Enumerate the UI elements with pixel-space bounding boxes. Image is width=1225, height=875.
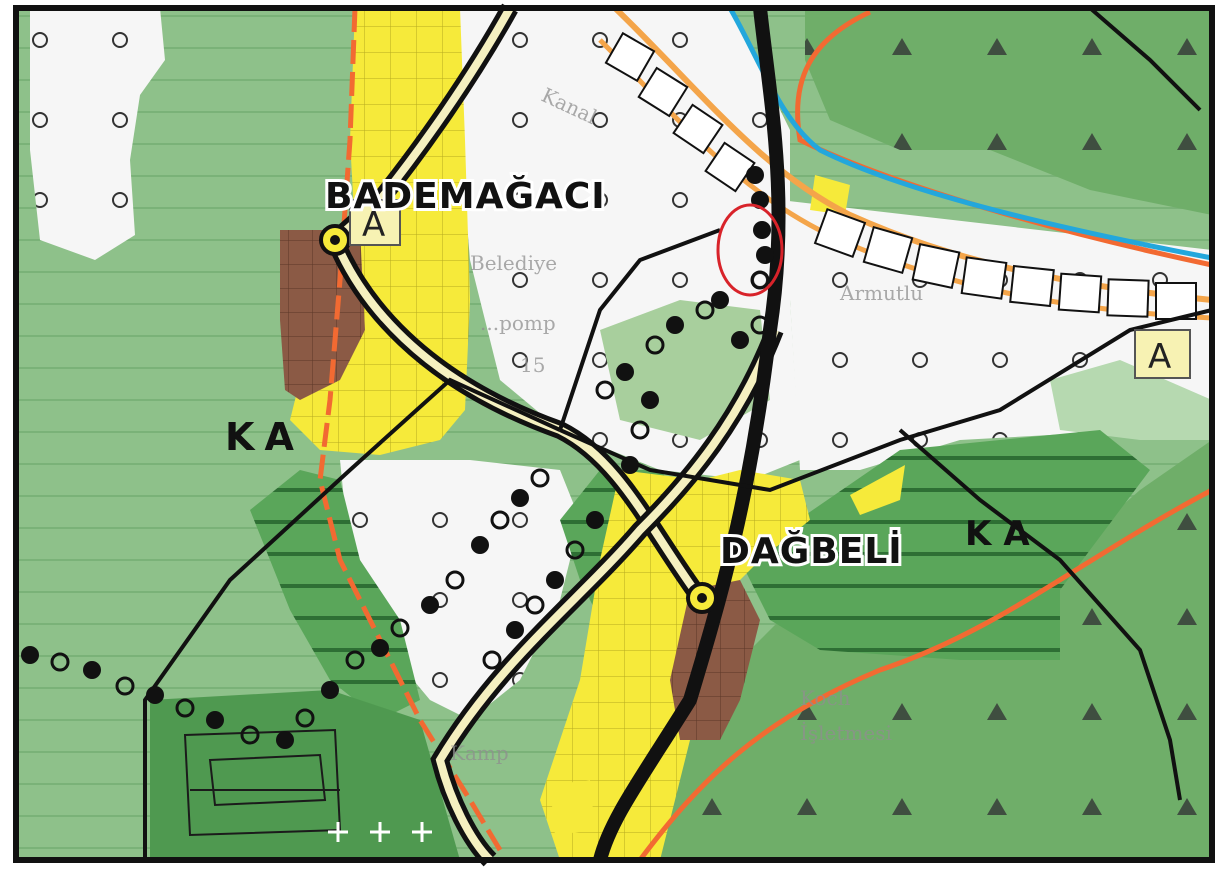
highlight-circle [716,203,784,297]
place-label-bademagaci: BADEMAĞACI [325,175,606,217]
settlement-patch-east [850,465,905,515]
zone-code-ka-east: KA [965,514,1042,554]
zone-code-ka-west: KA [225,415,304,459]
forest-clearing-east [1050,360,1212,440]
forest-light-center [600,300,770,440]
forest-hatch-west [250,470,420,720]
badge-a-north [349,199,401,246]
forest-zone-southwest [150,690,460,860]
infrastructure-corridor [598,5,1213,321]
forest-zone-northeast [805,8,1212,215]
faint-label-belediye: Belediye [470,251,557,275]
main-road-network [324,3,786,867]
agri-area-northwest [30,8,165,260]
thin-line-network [143,6,1213,860]
circle-dot-line-central [482,166,774,670]
faint-label-koch: Koch [800,686,851,710]
settlement-patch-north [810,175,850,215]
settlement-center-icon [319,224,351,256]
badge-label-a-east: A [1148,337,1171,377]
badge-a-east [1134,329,1191,379]
cross-icon [328,822,432,842]
settlement-patch-south [550,780,595,835]
faint-label-isletmesi: İşletmesi [800,721,892,745]
badge-label-a-north: A [362,205,385,245]
faint-label-number: 15 [520,353,545,377]
circle-dot-line-west [21,468,550,749]
map-border [13,5,1215,863]
boundary-line-southeast [638,487,1214,862]
forest-hatch-east [740,430,1150,660]
faint-label-kamp: Kamp [450,741,509,765]
faint-label-armutlu: Armutlu [839,281,923,305]
settlement-center-icon [686,582,718,614]
faint-label-pompa: ...pomp [480,311,556,335]
place-label-dagbeli: DAĞBELİ [720,530,903,572]
